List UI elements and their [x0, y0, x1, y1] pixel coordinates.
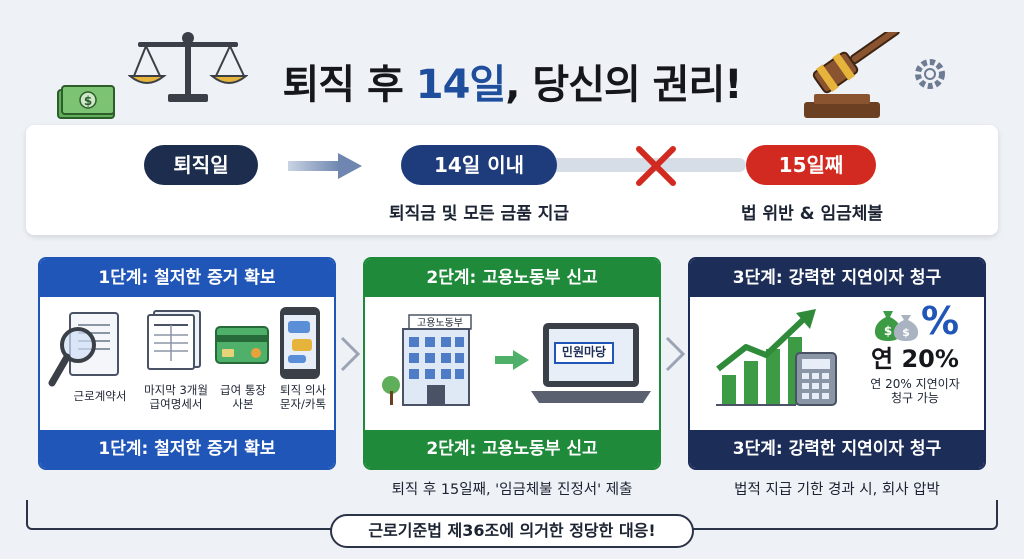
screen-label: 민원마당: [561, 345, 607, 359]
step2-caption: 퇴직 후 15일째, '임금체불 진정서' 제출: [391, 482, 633, 498]
interest-desc: 연 20% 지연이자 청구 가능: [870, 377, 960, 405]
payslip-document-icon: [147, 310, 201, 370]
late-desc: 법 위반 & 임금체불: [740, 204, 884, 224]
doc-label-payslip: 마지막 3개월 급여명세서: [144, 383, 208, 411]
laptop-icon: [531, 323, 651, 403]
timeline-band: 퇴직일 14일 이내 15일째 퇴직금 및 모든 금품 지급 법 위반 & 임금…: [26, 125, 998, 235]
growth-chart-icon: [716, 309, 837, 406]
bankbook-card-icon: [215, 326, 269, 364]
cross-icon: [636, 146, 676, 186]
scales-icon: [128, 32, 248, 102]
svg-text:$: $: [884, 324, 892, 338]
gear-icon: [915, 59, 945, 89]
step1-header: 1단계: 철저한 증거 확보: [40, 259, 334, 297]
chevron-right-icon: [340, 336, 361, 372]
step2-card: 2단계: 고용노동부 신고 고용노동부 민원마당 2단계: 고용노동부 신고: [363, 257, 661, 470]
money-bag-icon: $ $: [874, 311, 919, 341]
retirement-day-pill: 퇴직일: [144, 145, 258, 185]
doc-label-message: 퇴직 의사 문자/카톡: [279, 383, 327, 411]
phone-chat-icon: [280, 307, 320, 379]
svg-text:$: $: [902, 326, 910, 339]
gavel-icon: [804, 32, 900, 118]
percent-symbol: %: [920, 299, 960, 343]
building-sign: 고용노동부: [417, 318, 463, 329]
interest-rate: 연 20%: [871, 345, 959, 373]
page-title: 퇴직 후 14일, 당신의 권리!: [0, 52, 1024, 110]
arrow-right-icon: [495, 350, 529, 370]
step3-caption: 법적 지급 기한 경과 시, 회사 압박: [734, 482, 940, 498]
money-icon: $: [57, 85, 115, 119]
step1-card: 1단계: 철저한 증거 확보 근로계약서 마지막 3개월 급여명세서 급여 통장…: [38, 257, 336, 470]
title-number: 14일: [415, 62, 506, 108]
arrow-right-icon: [288, 153, 362, 179]
within-14-days-pill: 14일 이내: [401, 145, 557, 185]
step2-header: 2단계: 고용노동부 신고: [365, 259, 659, 297]
magnifier-document-icon: [48, 312, 119, 387]
step3-footer: 3단계: 강력한 지연이자 청구: [690, 430, 984, 468]
timeline-track: [546, 158, 746, 172]
within-desc: 퇴직금 및 모든 금품 지급: [388, 204, 570, 224]
title-suffix: , 당신의 권리!: [505, 62, 742, 108]
svg-text:$: $: [84, 94, 92, 108]
doc-label-contract: 근로계약서: [73, 389, 127, 403]
step1-footer: 1단계: 철저한 증거 확보: [40, 430, 334, 468]
step2-footer: 2단계: 고용노동부 신고: [365, 430, 659, 468]
day-15-pill: 15일째: [746, 145, 876, 185]
step3-header: 3단계: 강력한 지연이자 청구: [690, 259, 984, 297]
government-building-icon: [382, 314, 472, 406]
doc-label-bankbook: 급여 통장 사본: [220, 383, 266, 411]
chevron-right-icon: [665, 336, 686, 372]
title-prefix: 퇴직 후: [282, 62, 416, 108]
step3-card: 3단계: 강력한 지연이자 청구 $ $ % 연 20% 연 20% 지연이자 …: [688, 257, 986, 470]
footer-pill: 근로기준법 제36조에 의거한 정당한 대응!: [330, 514, 694, 548]
